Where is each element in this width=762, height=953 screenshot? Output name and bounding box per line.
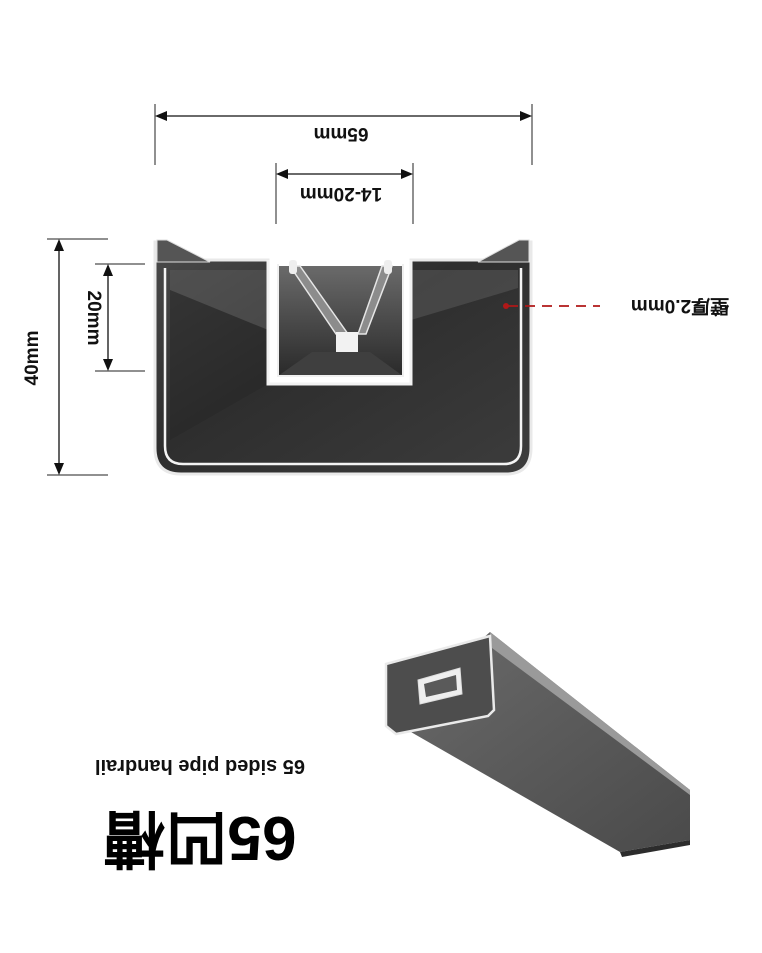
width-label: 65mm [314, 123, 369, 144]
arrow-left-icon [155, 111, 167, 121]
leader-dot-icon [503, 303, 509, 309]
arrow-up-icon [103, 264, 113, 276]
thickness-callout: 壁厚2.0mm [503, 295, 729, 318]
height-label: 40mm [22, 331, 43, 386]
right-flange [477, 239, 530, 263]
notch-left [289, 260, 297, 274]
width-dimension: 65mm [154, 104, 533, 165]
arrow-right-icon [401, 169, 413, 179]
slot-outline [266, 260, 413, 386]
bar-top-face [490, 632, 690, 795]
slot-width-dimension: 14-20mm [275, 163, 414, 224]
slot-inner-outline [277, 264, 404, 377]
depth-facet [170, 290, 268, 440]
arrow-down-icon [103, 359, 113, 371]
depth-facet [411, 270, 518, 320]
slot-floor [278, 352, 403, 376]
slot-depth-dimension: 20mm [83, 263, 145, 372]
slot-width-label: 14-20mm [300, 183, 382, 204]
notch-right [384, 260, 392, 274]
slot-gap [336, 332, 358, 352]
subtitle: 65 sided pipe handrail [95, 755, 305, 777]
profile-inner-wall [163, 268, 523, 466]
bar-slot-inner [424, 675, 457, 697]
arrow-right-icon [520, 111, 532, 121]
bar-end-shade [620, 840, 690, 857]
arrow-left-icon [276, 169, 288, 179]
height-dimension: 40mm [22, 238, 108, 476]
profile-3d-view [384, 632, 690, 857]
profile-cross-section [153, 239, 533, 476]
slot-depth-label: 20mm [83, 291, 104, 346]
thickness-label: 壁厚2.0mm [631, 295, 729, 318]
main-title: 65凹槽 [104, 803, 297, 872]
arrow-down-icon [54, 463, 64, 475]
depth-facet [170, 270, 268, 330]
left-flange [156, 239, 211, 263]
arrow-up-icon [54, 239, 64, 251]
